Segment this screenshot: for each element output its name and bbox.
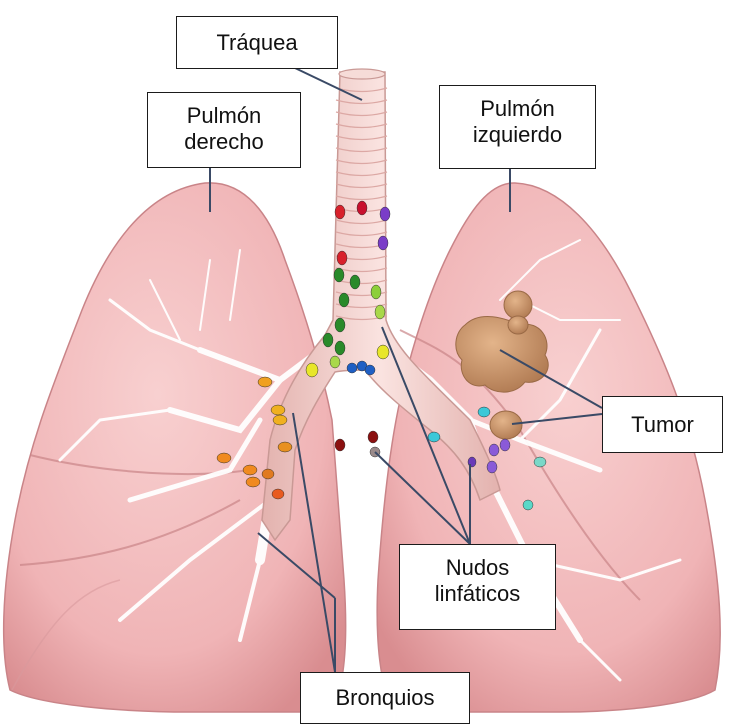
lymph-node	[487, 461, 497, 473]
right-lung-label-line2: derecho	[184, 129, 264, 155]
lymph-node	[335, 341, 345, 355]
lymph-node	[335, 205, 345, 219]
lymph-nodes-label-line1: Nudos	[446, 555, 510, 581]
lymph-node	[337, 251, 347, 265]
tumor-label: Tumor	[602, 396, 723, 453]
lymph-node	[323, 333, 333, 347]
lymph-node	[330, 356, 340, 368]
lymph-node	[523, 500, 533, 510]
tumor-label-text: Tumor	[631, 412, 694, 438]
lymph-node	[478, 407, 490, 417]
bronchi-label-text: Bronquios	[335, 685, 434, 711]
lymph-node	[365, 365, 375, 375]
lymph-nodes-label: Nudos linfáticos	[399, 544, 556, 630]
lymph-node	[272, 489, 284, 499]
lymph-node	[368, 431, 378, 443]
lymph-node	[335, 318, 345, 332]
left-lung-label-line2: izquierdo	[473, 122, 562, 148]
trachea-label-text: Tráquea	[216, 30, 297, 56]
left-lung-label: Pulmón izquierdo	[439, 85, 596, 169]
lymph-node	[306, 363, 318, 377]
lymph-node	[217, 453, 231, 463]
lymph-node	[357, 201, 367, 215]
lymph-node	[246, 477, 260, 487]
lymph-node	[377, 345, 389, 359]
lymph-node	[339, 293, 349, 307]
lymph-node	[428, 432, 440, 442]
lymph-node	[271, 405, 285, 415]
lymph-node	[262, 469, 274, 479]
lymph-node	[273, 415, 287, 425]
right-lung-label: Pulmón derecho	[147, 92, 301, 168]
lymph-node	[350, 275, 360, 289]
left-lung-label-line1: Pulmón	[480, 96, 555, 122]
lymph-node	[258, 377, 272, 387]
lymph-node	[371, 285, 381, 299]
lymph-node	[489, 444, 499, 456]
lymph-node	[243, 465, 257, 475]
lymph-node	[347, 363, 357, 373]
bronchi-label: Bronquios	[300, 672, 470, 724]
lymph-node	[278, 442, 292, 452]
lymph-node	[534, 457, 546, 467]
lymph-node	[335, 439, 345, 451]
lymph-node	[375, 305, 385, 319]
lymph-node	[380, 207, 390, 221]
trachea-label: Tráquea	[176, 16, 338, 69]
lymph-node	[334, 268, 344, 282]
lymph-node	[378, 236, 388, 250]
right-lung-label-line1: Pulmón	[187, 103, 262, 129]
lymph-node	[500, 439, 510, 451]
lymph-nodes-label-line2: linfáticos	[435, 581, 521, 607]
